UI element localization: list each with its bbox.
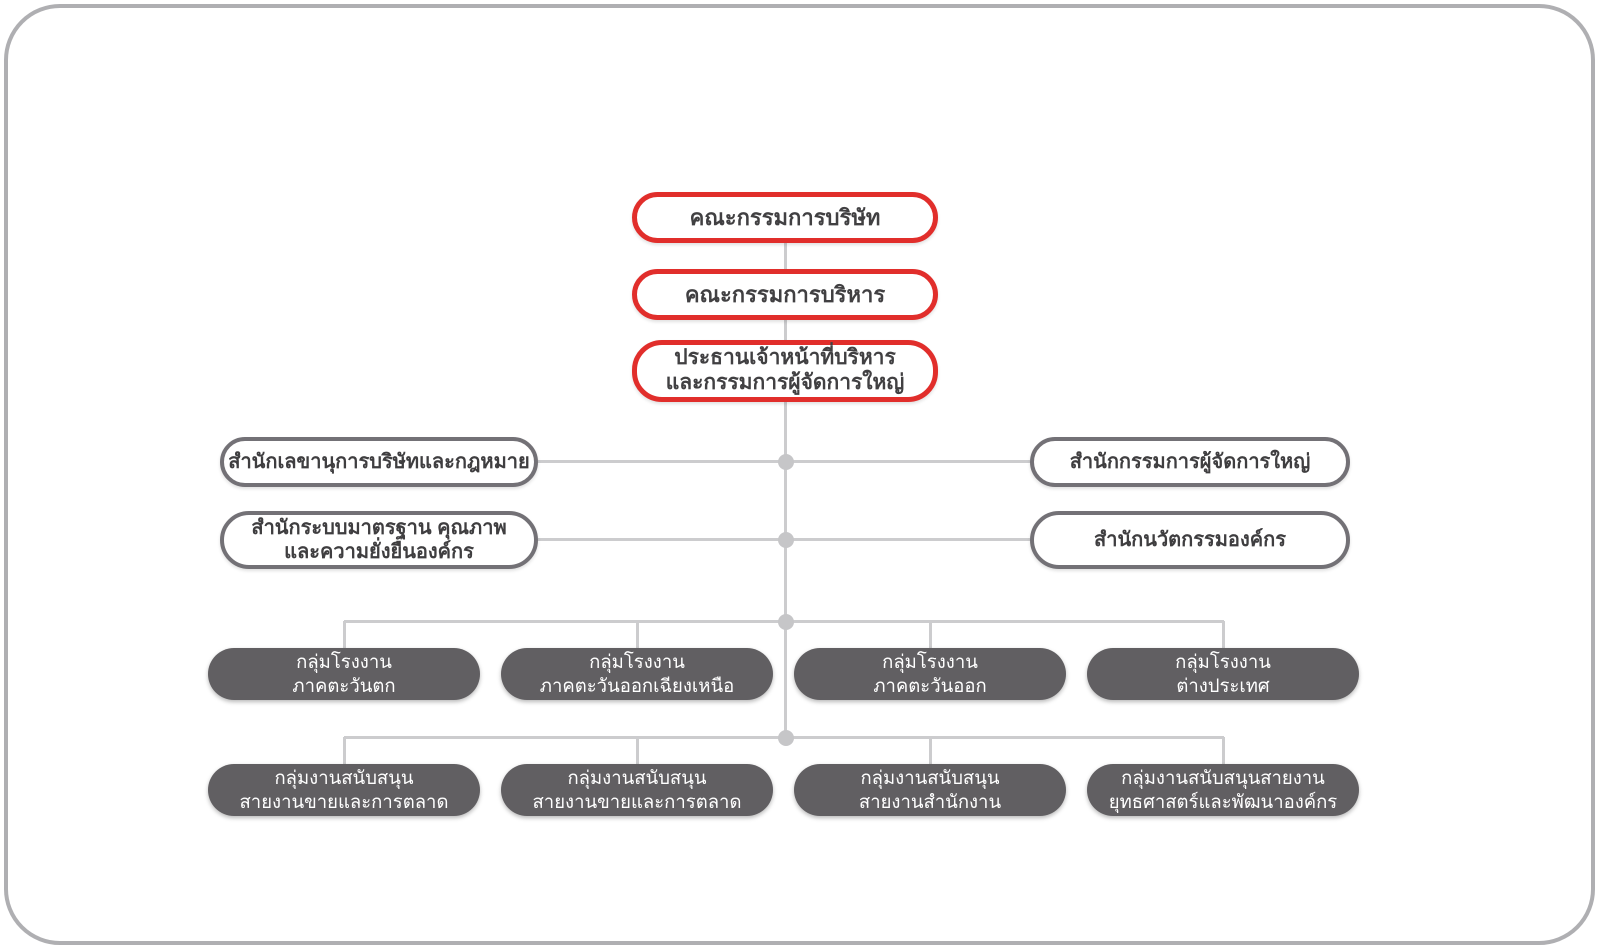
- node-label: สำนักกรรมการผู้จัดการใหญ่: [1069, 451, 1311, 473]
- node-corporate-innovation-office: สำนักนวัตกรรมองค์กร: [1030, 511, 1350, 569]
- node-label: คณะกรรมการบริษัท: [689, 204, 881, 230]
- node-label: คณะกรรมการบริหาร: [684, 281, 886, 307]
- connector-board-to-exec: [784, 243, 787, 269]
- node-label: สายงานขายและการตลาด: [532, 791, 742, 812]
- node-standards-quality-sustainability-office: สำนักระบบมาตรฐาน คุณภาพ และความยั่งยืนอง…: [220, 511, 538, 569]
- node-factory-group-northeast: กลุ่มโรงงาน ภาคตะวันออกเฉียงเหนือ: [501, 648, 773, 700]
- node-company-secretary-legal-office: สำนักเลขานุการบริษัทและกฎหมาย: [220, 437, 538, 487]
- node-factory-group-international: กลุ่มโรงงาน ต่างประเทศ: [1087, 648, 1359, 700]
- junction-dot-factory: [778, 614, 794, 630]
- node-executive-committee: คณะกรรมการบริหาร: [632, 269, 938, 320]
- node-label: สายงานสำนักงาน: [858, 791, 1002, 812]
- node-label: สายงานขายและการตลาด: [239, 791, 449, 812]
- node-label: ภาคตะวันออก: [873, 675, 987, 696]
- node-support-group-sales-marketing-1: กลุ่มงานสนับสนุน สายงานขายและการตลาด: [208, 764, 480, 816]
- connector-factory-drop-1: [343, 621, 346, 648]
- node-label: กลุ่มงานสนับสนุนสายงาน: [1121, 766, 1325, 788]
- junction-dot-offices-1: [778, 454, 794, 470]
- connector-support-drop-2: [636, 737, 639, 765]
- node-label: กลุ่มโรงงาน: [882, 650, 978, 672]
- node-label: ยุทธศาสตร์และพัฒนาองค์กร: [1108, 791, 1338, 812]
- node-factory-group-west: กลุ่มโรงงาน ภาคตะวันตก: [208, 648, 480, 700]
- junction-dot-support: [778, 730, 794, 746]
- node-label: กลุ่มโรงงาน: [589, 650, 685, 672]
- node-label: และความยั่งยืนองค์กร: [284, 541, 474, 563]
- connector-support-drop-4: [1222, 737, 1225, 765]
- node-factory-group-east: กลุ่มโรงงาน ภาคตะวันออก: [794, 648, 1066, 700]
- node-label: ประธานเจ้าหน้าที่บริหาร: [674, 346, 896, 370]
- node-label: กลุ่มงานสนับสนุน: [860, 766, 1000, 788]
- connector-central-spine: [784, 402, 787, 738]
- node-label: สำนักเลขานุการบริษัทและกฎหมาย: [228, 451, 530, 473]
- node-support-group-office: กลุ่มงานสนับสนุน สายงานสำนักงาน: [794, 764, 1066, 816]
- node-label: กลุ่มโรงงาน: [1175, 650, 1271, 672]
- connector-exec-to-ceo: [784, 320, 787, 340]
- node-support-group-sales-marketing-2: กลุ่มงานสนับสนุน สายงานขายและการตลาด: [501, 764, 773, 816]
- node-label: กลุ่มโรงงาน: [296, 650, 392, 672]
- node-label: สำนักนวัตกรรมองค์กร: [1094, 529, 1286, 551]
- node-label: ภาคตะวันตก: [292, 675, 396, 696]
- node-label: สำนักระบบมาตรฐาน คุณภาพ: [251, 517, 507, 539]
- node-label: กลุ่มงานสนับสนุน: [567, 766, 707, 788]
- node-label: และกรรมการผู้จัดการใหญ่: [665, 371, 905, 394]
- node-board-of-directors: คณะกรรมการบริษัท: [632, 192, 938, 243]
- connector-factory-drop-4: [1222, 621, 1225, 648]
- node-label: กลุ่มงานสนับสนุน: [274, 766, 414, 788]
- node-ceo-president: ประธานเจ้าหน้าที่บริหาร และกรรมการผู้จัด…: [632, 340, 938, 402]
- node-support-group-strategy-development: กลุ่มงานสนับสนุนสายงาน ยุทธศาสตร์และพัฒน…: [1087, 764, 1359, 816]
- node-label: ภาคตะวันออกเฉียงเหนือ: [539, 675, 735, 696]
- junction-dot-offices-2: [778, 532, 794, 548]
- connector-factory-drop-2: [636, 621, 639, 648]
- connector-support-drop-3: [929, 737, 932, 765]
- node-president-office: สำนักกรรมการผู้จัดการใหญ่: [1030, 437, 1350, 487]
- connector-support-drop-1: [343, 737, 346, 765]
- node-label: ต่างประเทศ: [1176, 675, 1270, 696]
- connector-factory-drop-3: [929, 621, 932, 648]
